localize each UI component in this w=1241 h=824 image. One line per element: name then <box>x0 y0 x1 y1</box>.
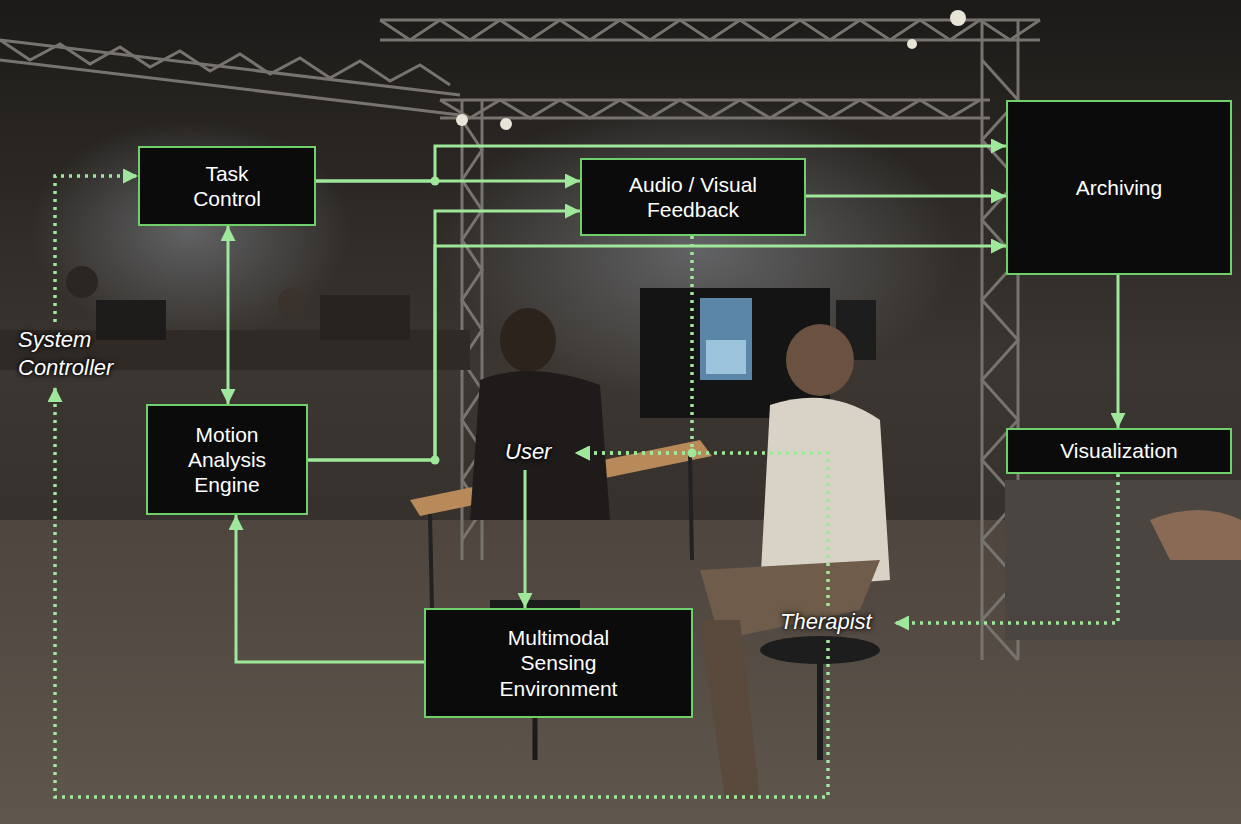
box-label: Archiving <box>1076 175 1162 200</box>
operator-hand <box>1150 510 1241 560</box>
operator-head <box>278 288 306 316</box>
operator-head <box>66 266 98 298</box>
process-box: Visualization <box>1006 428 1232 474</box>
display-screen-figure <box>706 340 746 374</box>
actor-label: Therapist <box>780 608 890 638</box>
dotted-connector <box>55 387 828 797</box>
box-label: Motion Analysis Engine <box>171 422 283 498</box>
box-label: Visualization <box>1060 438 1178 463</box>
dotted-connector <box>55 176 138 322</box>
actor-name: System Controller <box>18 326 144 381</box>
therapist-figure <box>700 324 890 800</box>
actor-name: Therapist <box>780 608 872 636</box>
flow-arrow <box>806 195 1006 198</box>
dotted-connector <box>575 236 692 453</box>
process-box: Archiving <box>1006 100 1232 275</box>
junction-dot <box>431 177 440 186</box>
flow-arrow <box>524 470 527 608</box>
process-box: Motion Analysis Engine <box>146 404 308 515</box>
light-glow <box>30 120 350 340</box>
flow-arrow <box>1117 275 1120 428</box>
dotted-connector <box>894 474 1118 623</box>
truss <box>0 20 1040 660</box>
box-label: Task Control <box>181 161 273 211</box>
actor-label: System Controller <box>18 326 148 383</box>
box-label: Audio / Visual Feedback <box>613 172 773 222</box>
flow-arrow <box>236 515 424 662</box>
actor-name: User <box>505 438 551 466</box>
flow-arrow <box>227 226 230 404</box>
junction-dot <box>431 456 440 465</box>
table-leg <box>430 514 432 610</box>
actor-label: User <box>505 438 571 468</box>
stage-lights <box>456 10 966 130</box>
table-leg <box>690 454 692 560</box>
dotted-connector <box>575 453 828 606</box>
process-box: Multimodal Sensing Environment <box>424 608 693 718</box>
flow-arrow <box>308 211 580 460</box>
process-box: Audio / Visual Feedback <box>580 158 806 236</box>
desk-equipment <box>320 295 410 340</box>
flow-arrow <box>308 246 1006 460</box>
process-box: Task Control <box>138 146 316 226</box>
box-label: Multimodal Sensing Environment <box>488 625 630 701</box>
display-screen <box>700 298 752 380</box>
junction-dot <box>688 449 697 458</box>
desk-monitor <box>96 300 166 340</box>
operator-table <box>1005 480 1241 640</box>
